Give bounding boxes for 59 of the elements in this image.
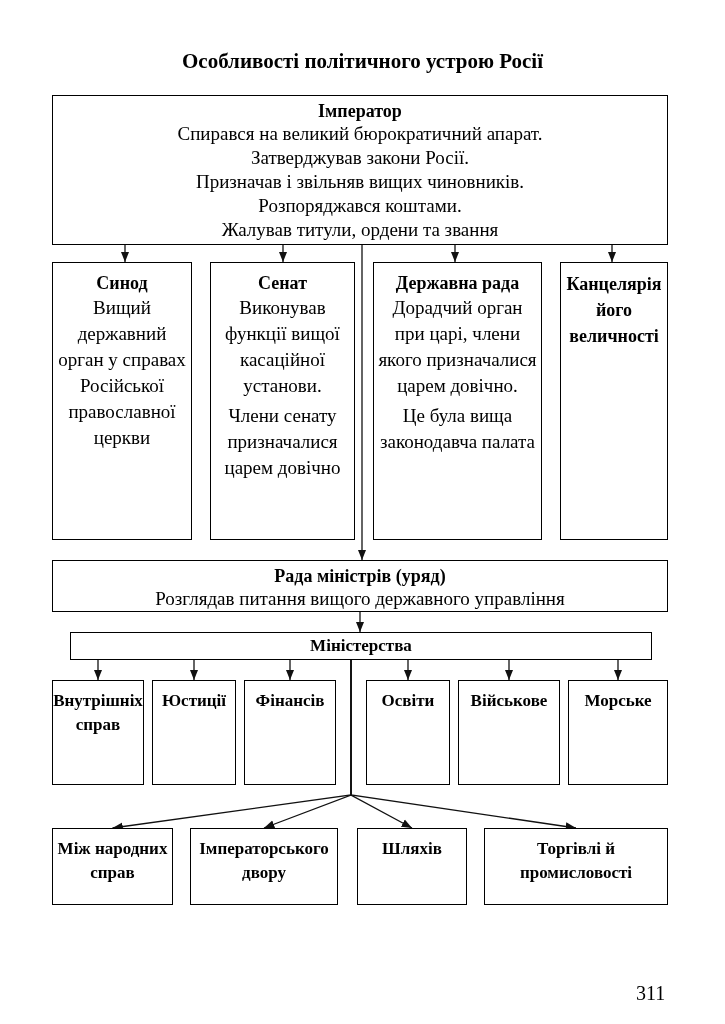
arrow bbox=[120, 244, 130, 263]
institution-box bbox=[373, 262, 542, 540]
info-box bbox=[52, 95, 668, 245]
box-text: Вищий державний орган у справах Російської православної церкви bbox=[57, 296, 187, 450]
box-heading: Рада міністрів (уряд) bbox=[274, 565, 446, 587]
ministry-box bbox=[244, 680, 336, 785]
box-text: Призначав і звільняв вищих чиновників. bbox=[195, 170, 525, 194]
box-text: Дорадчий орган при царі, члени якого призначалися царем довічно. bbox=[378, 296, 537, 398]
box-text: Розглядав питання вищого державного управління bbox=[155, 587, 565, 611]
box-heading: Державна рада bbox=[395, 272, 520, 295]
box-text: Торгівлі й промисловості bbox=[518, 838, 634, 884]
ministry-box bbox=[357, 828, 467, 905]
box-text: Морське bbox=[584, 690, 652, 712]
arrow bbox=[504, 659, 514, 681]
ministry-box bbox=[366, 680, 450, 785]
arrow bbox=[285, 659, 295, 681]
header-box bbox=[70, 632, 652, 660]
box-text: Військове bbox=[470, 690, 548, 712]
arrow bbox=[607, 244, 617, 263]
arrow bbox=[357, 244, 367, 561]
arrow bbox=[613, 659, 623, 681]
box-heading: Імператор bbox=[318, 100, 402, 122]
box-text: Фінансів bbox=[255, 690, 325, 712]
arrow bbox=[355, 611, 365, 633]
box-text: Освіти bbox=[381, 690, 435, 712]
arrow bbox=[93, 659, 103, 681]
box-text: Міністерства bbox=[310, 635, 412, 657]
box-heading: Сенат bbox=[258, 272, 307, 295]
ministry-box bbox=[190, 828, 338, 905]
box-text: Канцелярія його величності bbox=[565, 273, 663, 348]
box-text: Спирався на великий бюрократичний апарат. bbox=[177, 122, 543, 146]
box-text: Імператорського двору bbox=[198, 838, 330, 884]
box-text: Між народних справ bbox=[56, 838, 169, 884]
box-heading: Синод bbox=[96, 272, 148, 295]
box-text: Виконував функції вищої касаційної установи. bbox=[224, 296, 341, 398]
arrow bbox=[450, 244, 460, 263]
ministry-box bbox=[568, 680, 668, 785]
arrow bbox=[278, 244, 288, 263]
info-box bbox=[52, 560, 668, 612]
ministry-box bbox=[152, 680, 236, 785]
diagram-title: Особливості політичного устрою Росії bbox=[181, 48, 544, 75]
box-text: Внутрішніх справ bbox=[53, 690, 143, 736]
ministry-box bbox=[484, 828, 668, 905]
box-text: Жалував титули, ордени та звання bbox=[221, 218, 499, 242]
box-text: Це була вища законодавча палата bbox=[378, 404, 537, 454]
box-text: Юстиції bbox=[161, 690, 227, 712]
ministry-box bbox=[458, 680, 560, 785]
ministry-box bbox=[52, 828, 173, 905]
box-text: Розпоряджався коштами. bbox=[258, 194, 462, 218]
institution-box bbox=[52, 262, 192, 540]
arrow bbox=[403, 659, 413, 681]
ministry-box bbox=[52, 680, 144, 785]
box-text: Шляхів bbox=[382, 838, 442, 860]
institution-box bbox=[210, 262, 355, 540]
page-number: 311 bbox=[636, 981, 666, 1006]
box-text: Члени сенату призначалися царем довічно bbox=[223, 404, 342, 480]
institution-box bbox=[560, 262, 668, 540]
arrow bbox=[189, 659, 199, 681]
box-text: Затверджував закони Росії. bbox=[250, 146, 470, 170]
